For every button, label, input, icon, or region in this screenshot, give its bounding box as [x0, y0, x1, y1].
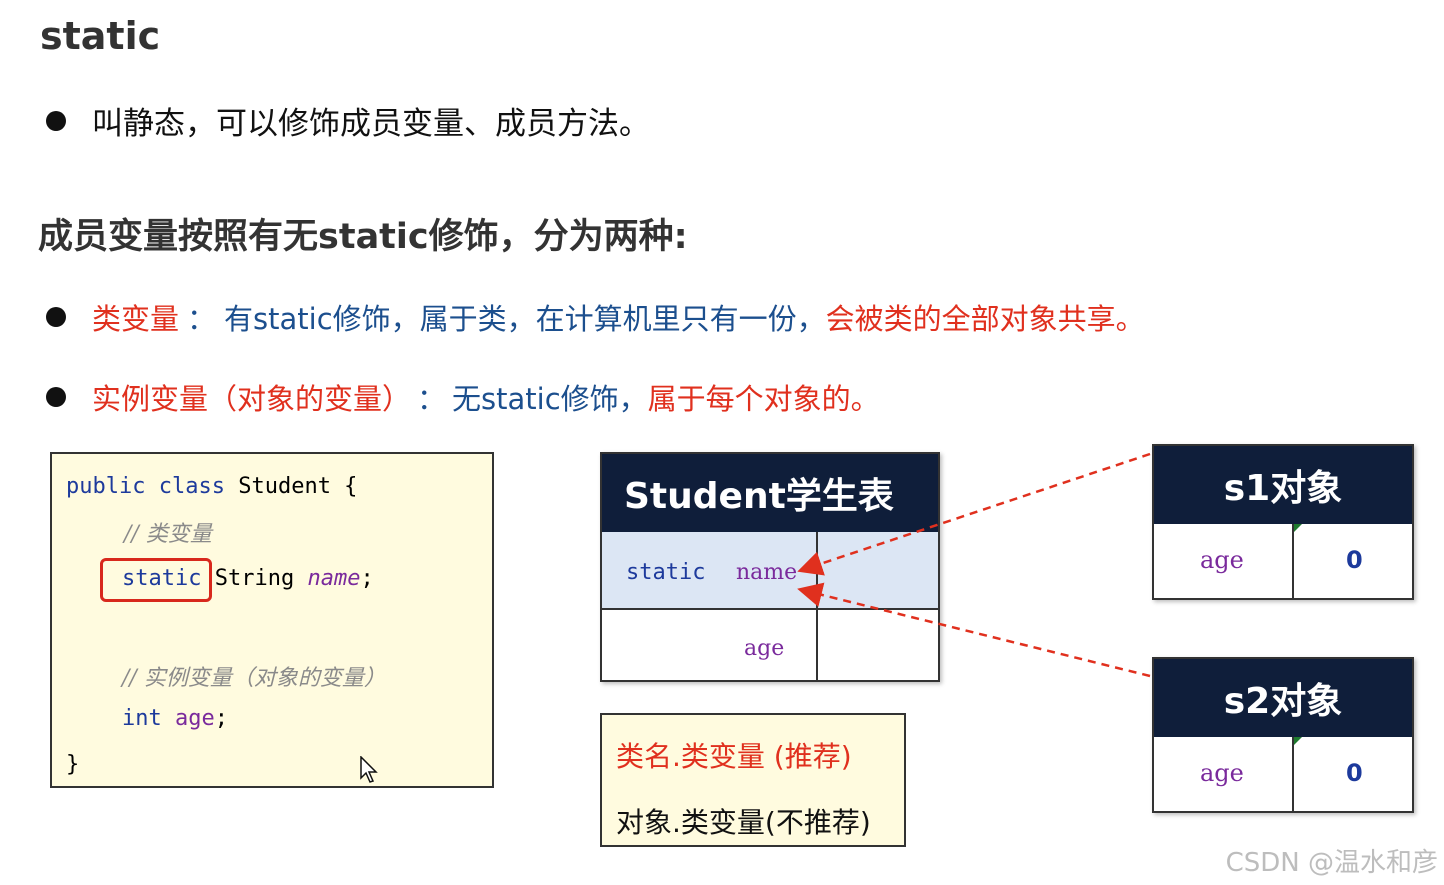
bullet-class-variable: 类变量 ： 有static修饰，属于类，在计算机里只有一份， 会被类的全部对象共…: [46, 296, 1145, 338]
cell-marker: [1294, 524, 1302, 532]
class-var-term: 类变量: [92, 302, 180, 336]
cell-marker: [1294, 737, 1302, 745]
object-header: s1对象: [1154, 446, 1412, 524]
cell-name: name: [736, 560, 798, 585]
instance-var-sep: ：: [417, 382, 447, 416]
cell-age: age: [744, 636, 785, 661]
watermark: CSDN @温水和彦: [1225, 848, 1438, 878]
close-brace: }: [66, 752, 80, 777]
bullet-static-desc: 叫静态，可以修饰成员变量、成员方法。: [46, 98, 650, 143]
class-var-shared: 会被类的全部对象共享。: [825, 302, 1145, 336]
bullet-instance-variable: 实例变量（对象的变量） ： 无static修饰， 属于每个对象的。: [46, 376, 880, 418]
code-line-static-field: static String name;: [122, 566, 374, 591]
cell-static: static: [626, 560, 706, 585]
instance-var-term: 实例变量（对象的变量）: [92, 382, 412, 416]
object-divider: [1292, 737, 1294, 813]
keyword-public: public: [66, 474, 146, 499]
keyword-int: int: [122, 706, 162, 731]
usage-recommended: 类名.类变量 (推荐): [616, 740, 852, 773]
object-header: s2对象: [1154, 659, 1412, 737]
code-line-int-field: int age;: [122, 706, 228, 731]
object-box-s1: s1对象 age 0: [1152, 444, 1414, 600]
class-name: Student {: [238, 474, 358, 499]
student-class-table: Student学生表 static name age: [600, 452, 940, 682]
keyword-static: static: [122, 566, 202, 591]
keyword-class: class: [158, 474, 225, 499]
bullet-text: 叫静态，可以修饰成员变量、成员方法。: [92, 106, 650, 142]
instance-var-owned: 属于每个对象的。: [647, 382, 880, 416]
object-field-value: 0: [1346, 759, 1363, 787]
bullet-dot: [46, 307, 66, 327]
instance-var-desc: 无static修饰，: [452, 382, 648, 416]
usage-not-recommended: 对象.类变量(不推荐): [616, 806, 871, 839]
arrow-s2-to-name: [797, 582, 1151, 678]
semicolon: ;: [214, 706, 228, 731]
table-header: Student学生表: [602, 454, 938, 532]
table-row-static-name: [602, 532, 938, 610]
object-divider: [1292, 524, 1294, 600]
static-highlight-box: [100, 558, 212, 602]
page-title: static: [40, 14, 161, 58]
object-field-label: age: [1200, 759, 1244, 787]
access-usage-box: 类名.类变量 (推荐) 对象.类变量(不推荐): [600, 713, 906, 847]
type-string: String: [214, 566, 295, 591]
class-var-sep: ：: [187, 302, 217, 336]
bullet-dot: [46, 110, 66, 131]
section-heading: 成员变量按照有无static修饰，分为两种:: [38, 217, 688, 257]
table-divider: [816, 532, 818, 682]
bullet-dot: [46, 387, 66, 407]
field-name: name: [307, 566, 361, 591]
code-line-class: public class Student {: [66, 474, 357, 499]
object-field-value: 0: [1346, 546, 1363, 574]
mouse-pointer-icon: [360, 756, 378, 783]
class-var-desc: 有static修饰，属于类，在计算机里只有一份，: [224, 302, 826, 336]
object-field-label: age: [1200, 546, 1244, 574]
object-box-s2: s2对象 age 0: [1152, 657, 1414, 813]
semicolon: ;: [360, 566, 374, 591]
comment-class-variable: // 类变量: [124, 522, 212, 547]
field-age: age: [175, 706, 215, 731]
code-block: public class Student { // 类变量 static Str…: [50, 452, 494, 788]
comment-instance-variable: // 实例变量（对象的变量）: [122, 666, 386, 691]
arrow-s1-to-name: [797, 452, 1151, 576]
